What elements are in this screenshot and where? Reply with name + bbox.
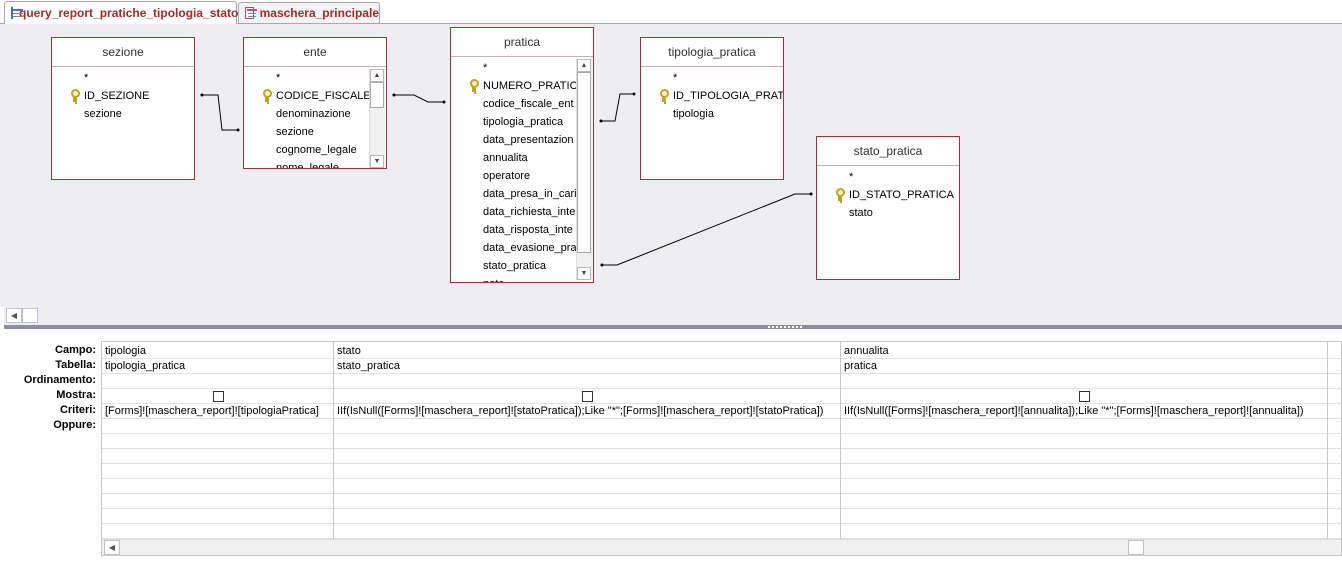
field-item[interactable]: nome_legale	[276, 162, 339, 168]
field-item[interactable]: *	[84, 72, 89, 84]
criteri-cell[interactable]: IIf(IsNull([Forms]![maschera_report]![st…	[337, 405, 824, 417]
scroll-left-button[interactable]: ◀	[6, 308, 22, 323]
table-title[interactable]: tipologia_pratica	[641, 38, 783, 67]
scroll-down-button[interactable]: ▼	[370, 155, 384, 168]
pratica-scrollbar[interactable]: ▲ ▼	[576, 59, 592, 280]
tab-label: query_report_pratiche_tipologia_stato	[19, 6, 239, 20]
table-title[interactable]: stato_pratica	[817, 137, 959, 166]
field-item[interactable]: ID_TIPOLOGIA_PRATIC	[673, 90, 783, 102]
field-item[interactable]: sezione	[84, 108, 122, 120]
design-horizontal-scrollbar[interactable]: ◀	[4, 307, 1342, 325]
field-item[interactable]: sezione	[276, 126, 314, 138]
field-item[interactable]: ID_STATO_PRATICA	[849, 189, 954, 201]
primary-key-icon	[262, 89, 272, 102]
field-item[interactable]: *	[673, 72, 678, 84]
grid-horizontal-scrollbar[interactable]: ◀	[102, 539, 1341, 555]
table-sezione[interactable]: sezione * ID_SEZIONE sezione	[51, 37, 195, 180]
ente-scrollbar[interactable]: ▲ ▼	[369, 69, 385, 168]
campo-cell[interactable]: stato	[337, 345, 361, 357]
field-item[interactable]: NUMERO_PRATICA	[483, 80, 576, 92]
primary-key-icon	[835, 188, 845, 201]
tabella-cell[interactable]: stato_pratica	[337, 360, 400, 372]
tabella-cell[interactable]: pratica	[844, 360, 878, 372]
join-sezione-ente	[202, 94, 238, 131]
table-pratica[interactable]: pratica * NUMERO_PRATICA codice_fiscale_…	[450, 27, 594, 283]
row-label-campo: Campo:	[55, 344, 96, 356]
tab-label: maschera_principale	[259, 6, 379, 20]
pane-splitter[interactable]	[4, 325, 1342, 329]
grid-column-annualita[interactable]: annualita pratica IIf(IsNull([Forms]![ma…	[841, 342, 1328, 555]
field-item[interactable]: stato	[849, 207, 873, 219]
field-item[interactable]: *	[276, 72, 281, 84]
field-item[interactable]: *	[483, 62, 488, 74]
table-tipologia-pratica[interactable]: tipologia_pratica * ID_TIPOLOGIA_PRATIC …	[640, 37, 784, 180]
document-tab-bar: query_report_pratiche_tipologia_stato ma…	[0, 0, 1342, 24]
scroll-thumb[interactable]	[22, 308, 38, 323]
primary-key-icon	[659, 89, 669, 102]
field-item[interactable]: tipologia	[673, 108, 714, 120]
table-ente[interactable]: ente * CODICE_FISCALE denominazione sezi…	[243, 37, 387, 169]
row-label-mostra: Mostra:	[56, 389, 96, 401]
query-design-surface[interactable]: sezione * ID_SEZIONE sezione ente * CODI…	[0, 24, 1342, 307]
join-ente-pratica	[394, 94, 444, 103]
field-item[interactable]: ID_SEZIONE	[84, 90, 150, 102]
campo-cell[interactable]: annualita	[844, 345, 889, 357]
field-item[interactable]: data_risposta_inte	[483, 224, 573, 236]
scroll-thumb[interactable]	[1128, 540, 1144, 555]
field-item[interactable]: cognome_legale	[276, 144, 357, 156]
form-icon	[245, 7, 257, 19]
scroll-up-button[interactable]: ▲	[577, 59, 591, 72]
row-label-criteri: Criteri:	[59, 404, 96, 416]
field-item[interactable]: note	[483, 275, 504, 282]
row-labels: Campo: Tabella: Ordinamento: Mostra: Cri…	[0, 343, 96, 433]
field-item[interactable]: denominazione	[276, 108, 351, 120]
field-item[interactable]: *	[849, 171, 854, 183]
grid-column-stato[interactable]: stato stato_pratica IIf(IsNull([Forms]![…	[334, 342, 841, 555]
field-item[interactable]: data_presentazion	[483, 134, 574, 146]
join-pratica-tipologia	[601, 93, 634, 122]
join-lines	[200, 92, 813, 267]
mostra-checkbox[interactable]	[213, 391, 224, 402]
scroll-thumb[interactable]	[577, 72, 591, 253]
table-title[interactable]: sezione	[52, 38, 194, 67]
table-title[interactable]: pratica	[451, 28, 593, 57]
grid-column-tipologia[interactable]: tipologia tipologia_pratica [Forms]![mas…	[102, 342, 334, 555]
primary-key-icon	[469, 79, 479, 92]
criteri-cell[interactable]: IIf(IsNull([Forms]![maschera_report]![an…	[844, 405, 1304, 417]
join-pratica-stato	[602, 193, 811, 266]
table-stato-pratica[interactable]: stato_pratica * ID_STATO_PRATICA stato	[816, 136, 960, 280]
tab-query-report[interactable]: query_report_pratiche_tipologia_stato	[4, 1, 239, 24]
design-grid[interactable]: tipologia tipologia_pratica [Forms]![mas…	[101, 341, 1342, 556]
criteri-cell[interactable]: [Forms]![maschera_report]![tipologiaPrat…	[105, 405, 319, 417]
field-item[interactable]: data_presa_in_cari	[483, 188, 576, 200]
splitter-grip[interactable]	[768, 326, 804, 328]
scroll-up-button[interactable]: ▲	[370, 69, 384, 82]
query-icon	[11, 7, 23, 19]
tabella-cell[interactable]: tipologia_pratica	[105, 360, 186, 372]
scroll-thumb[interactable]	[370, 82, 384, 108]
campo-cell[interactable]: tipologia	[105, 345, 146, 357]
scroll-down-button[interactable]: ▼	[577, 267, 591, 280]
row-label-oppure: Oppure:	[53, 419, 96, 431]
row-label-tabella: Tabella:	[55, 359, 96, 371]
field-item[interactable]: tipologia_pratica	[483, 116, 564, 128]
scroll-left-button[interactable]: ◀	[104, 540, 120, 555]
field-item[interactable]: codice_fiscale_ent	[483, 98, 574, 110]
grid-column-empty[interactable]	[1328, 342, 1341, 555]
primary-key-icon	[70, 89, 80, 102]
field-item[interactable]: CODICE_FISCALE	[276, 90, 369, 102]
field-item[interactable]: stato_pratica	[483, 260, 546, 272]
row-label-ordinamento: Ordinamento:	[23, 374, 96, 386]
tab-maschera-principale[interactable]: maschera_principale	[238, 2, 380, 23]
field-item[interactable]: operatore	[483, 170, 531, 182]
mostra-checkbox[interactable]	[582, 391, 593, 402]
field-item[interactable]: data_richiesta_inte	[483, 206, 576, 218]
query-grid-area: Campo: Tabella: Ordinamento: Mostra: Cri…	[0, 329, 1342, 573]
field-item[interactable]: data_evasione_pra	[483, 242, 576, 254]
mostra-checkbox[interactable]	[1079, 391, 1090, 402]
table-title[interactable]: ente	[244, 38, 386, 67]
field-item[interactable]: annualita	[483, 152, 528, 164]
